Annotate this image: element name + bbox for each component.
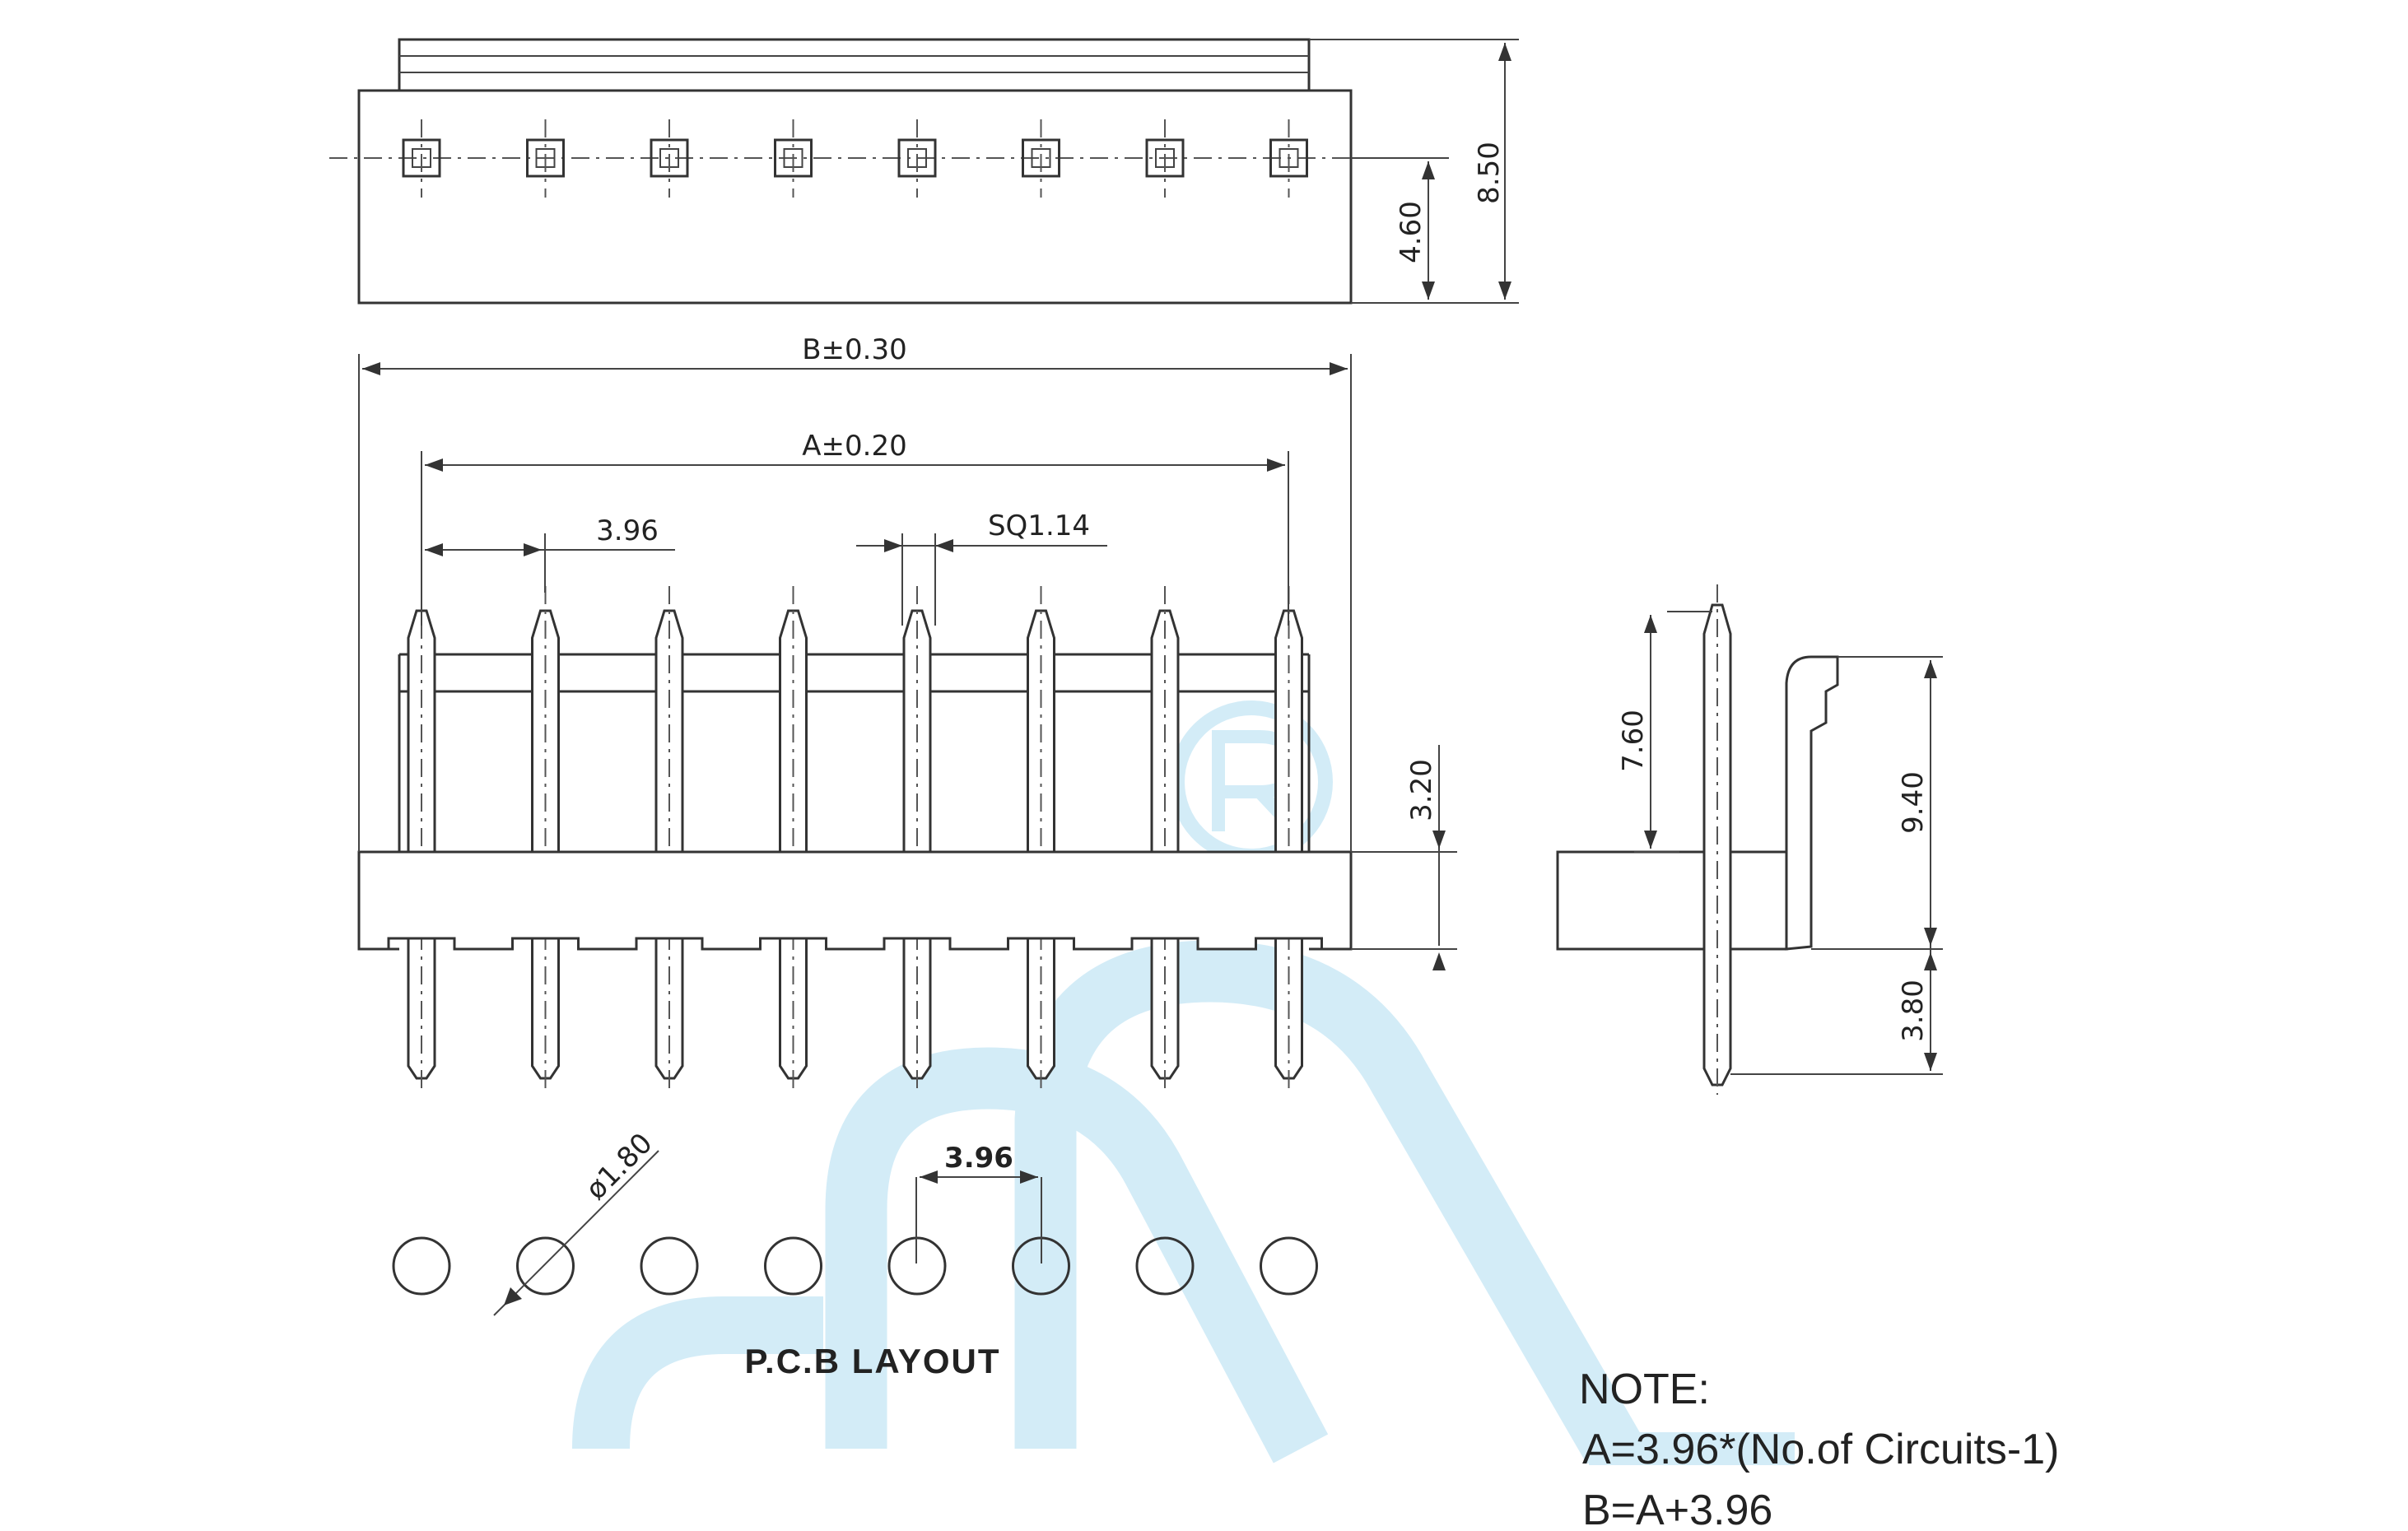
- dim-7-60: 7.60: [1617, 710, 1650, 772]
- top-view: [329, 38, 1400, 305]
- top-contact-outer: [774, 138, 813, 178]
- front-view: [357, 586, 1353, 1095]
- top-contact-outer: [1022, 138, 1060, 178]
- pcb-hole: [764, 1236, 822, 1296]
- pcb-hole: [1135, 1236, 1195, 1296]
- pcb-layout: ø1.80 3.96 P.C.B LAYOUT: [392, 1127, 1318, 1380]
- dim-pcb-pitch: 3.96: [944, 1142, 1013, 1175]
- top-contact-outer: [1269, 138, 1308, 178]
- dim-9-40: 9.40: [1897, 771, 1930, 834]
- pcb-hole: [640, 1236, 699, 1296]
- side-view-dimensions: 7.60 9.40 3.80: [1617, 611, 1943, 1075]
- top-contact-outer: [1145, 138, 1185, 178]
- dim-8-50: 8.50: [1473, 142, 1506, 204]
- pcb-hole: [1260, 1236, 1318, 1296]
- top-contact-outer: [650, 138, 689, 178]
- note-title: NOTE:: [1579, 1366, 1710, 1413]
- dim-b: B±0.30: [802, 333, 907, 366]
- side-view: [1556, 584, 1839, 1095]
- note-block: NOTE: A=3.96*(No.of Circuits-1) B=A+3.96: [1579, 1366, 2059, 1531]
- dim-pitch: 3.96: [596, 514, 659, 547]
- dim-a: A±0.20: [802, 430, 906, 463]
- pcb-hole: [392, 1236, 451, 1296]
- dim-hole: ø1.80: [580, 1127, 659, 1207]
- note-line-a: A=3.96*(No.of Circuits-1): [1582, 1426, 2059, 1473]
- dim-3-20: 3.20: [1405, 759, 1438, 821]
- dim-3-80: 3.80: [1897, 980, 1930, 1042]
- front-housing: [357, 850, 1353, 951]
- pcb-hole: [516, 1236, 575, 1296]
- top-contact-outer: [526, 138, 565, 178]
- note-line-b: B=A+3.96: [1582, 1487, 1772, 1531]
- pcb-layout-label: P.C.B LAYOUT: [744, 1342, 1000, 1380]
- top-contact-outer: [402, 138, 441, 178]
- front-view-dimensions: B±0.30 A±0.20 3.96 SQ1.14 3.20: [358, 333, 1457, 970]
- top-contact-outer: [897, 138, 937, 178]
- top-view-dimensions: 8.50 4.60: [1309, 39, 1519, 304]
- dim-4-60: 4.60: [1395, 201, 1428, 263]
- dim-sq: SQ1.14: [988, 510, 1090, 542]
